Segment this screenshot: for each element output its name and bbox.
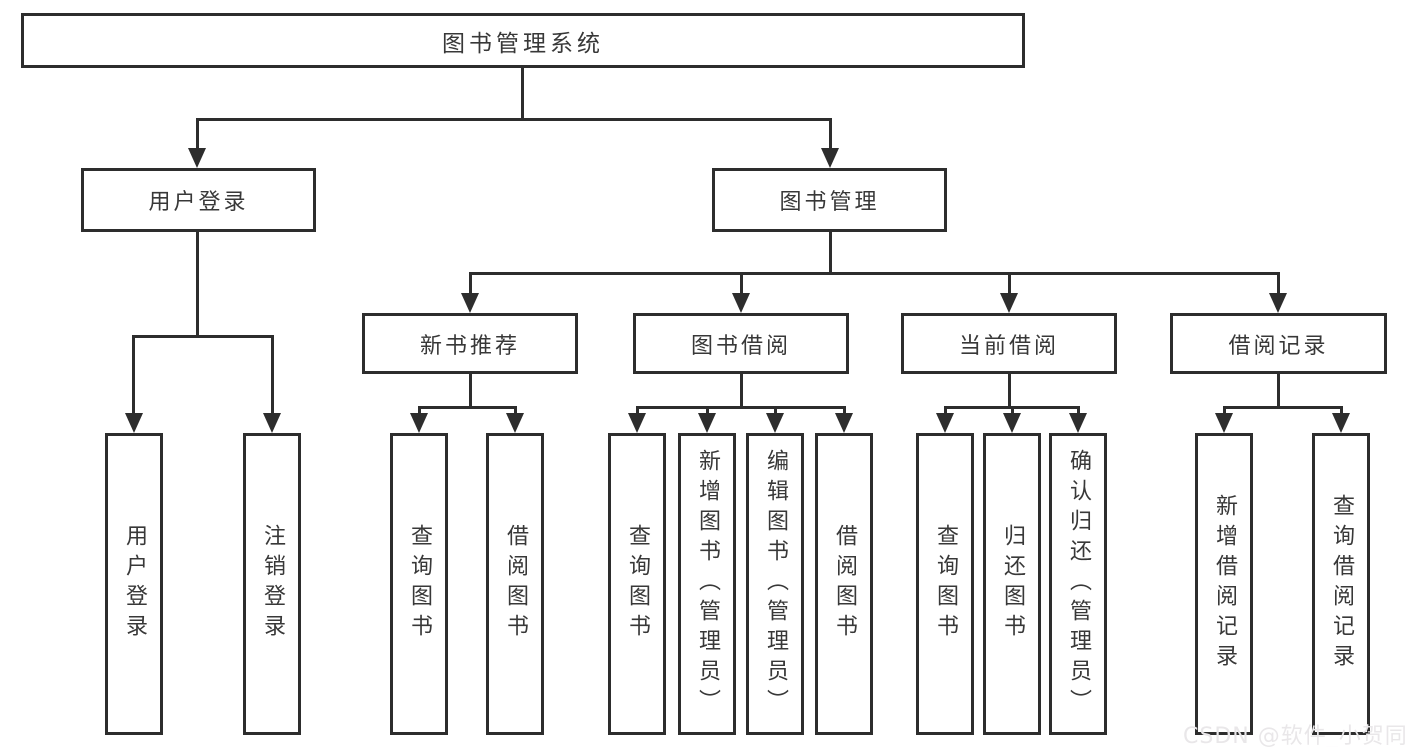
connector-user-login-stem	[196, 232, 199, 335]
leaf-query-books-recommendation: 查询图书	[390, 433, 448, 735]
connector-borrowing-records-down	[1277, 374, 1280, 406]
leaf-return-books: 归还图书	[983, 433, 1041, 735]
arrowhead-current-borrowing-icon	[1000, 293, 1018, 313]
connector-stem-new-book-rec	[469, 272, 472, 295]
connector-stem-leaf	[706, 406, 709, 415]
arrowhead-book-management-icon	[821, 148, 839, 168]
leaf-add-book-admin: 新增图书（管理员）	[678, 433, 736, 735]
connector-stem-leaf	[1340, 406, 1343, 415]
connector-stem-leaf	[636, 406, 639, 415]
leaf-logout: 注销登录	[243, 433, 301, 735]
node-borrowing-records: 借阅记录	[1170, 313, 1387, 374]
connector-new-book-rec-down	[469, 374, 472, 406]
node-book-borrowing: 图书借阅	[633, 313, 849, 374]
arrowhead-book-borrowing-icon	[732, 293, 750, 313]
connector-stem-leaf	[514, 406, 517, 415]
node-book-management: 图书管理	[712, 168, 947, 232]
leaf-borrow-books-borrowing: 借阅图书	[815, 433, 873, 735]
connector-stem-book-management	[829, 118, 832, 150]
connector-stem-leaf	[944, 406, 947, 415]
connector-stem-leaf-user-login	[132, 335, 135, 415]
connector-rail-level2	[196, 118, 832, 121]
arrowhead-leaf-icon	[1215, 413, 1233, 433]
connector-stem-current-borrowing	[1008, 272, 1011, 295]
arrowhead-leaf-icon	[766, 413, 784, 433]
leaf-query-borrow-record: 查询借阅记录	[1312, 433, 1370, 735]
leaf-confirm-return-admin: 确认归还（管理员）	[1049, 433, 1107, 735]
connector-stem-leaf	[1011, 406, 1014, 415]
leaf-user-login: 用户登录	[105, 433, 163, 735]
leaf-borrow-books-recommendation: 借阅图书	[486, 433, 544, 735]
connector-current-borrowing-down	[1008, 374, 1011, 406]
connector-rail-group-borrowing	[636, 406, 846, 409]
arrowhead-borrowing-records-icon	[1269, 293, 1287, 313]
arrowhead-leaf-user-login-icon	[125, 413, 143, 433]
arrowhead-leaf-icon	[835, 413, 853, 433]
connector-stem-user-login	[196, 118, 199, 150]
connector-book-borrowing-down	[740, 374, 743, 406]
connector-book-management-stem	[829, 232, 832, 272]
connector-rail-group-recommendation	[418, 406, 517, 409]
leaf-query-books-current: 查询图书	[916, 433, 974, 735]
connector-stem-leaf	[1223, 406, 1226, 415]
arrowhead-leaf-icon	[1069, 413, 1087, 433]
arrowhead-leaf-logout-icon	[263, 413, 281, 433]
arrowhead-leaf-icon	[1003, 413, 1021, 433]
connector-rail-user-login-group	[132, 335, 274, 338]
connector-stem-leaf	[843, 406, 846, 415]
arrowhead-leaf-icon	[506, 413, 524, 433]
connector-stem-leaf	[774, 406, 777, 415]
arrowhead-user-login-icon	[188, 148, 206, 168]
leaf-query-books-borrowing: 查询图书	[608, 433, 666, 735]
connector-stem-book-borrowing	[740, 272, 743, 295]
leaf-add-borrow-record: 新增借阅记录	[1195, 433, 1253, 735]
node-current-borrowing: 当前借阅	[901, 313, 1117, 374]
leaf-edit-book-admin: 编辑图书（管理员）	[746, 433, 804, 735]
arrowhead-new-book-rec-icon	[461, 293, 479, 313]
connector-stem-leaf-logout	[271, 335, 274, 415]
arrowhead-leaf-icon	[698, 413, 716, 433]
node-new-book-recommendation: 新书推荐	[362, 313, 578, 374]
arrowhead-leaf-icon	[1332, 413, 1350, 433]
csdn-watermark: CSDN @软件_小贺同学	[1183, 724, 1405, 747]
arrowhead-leaf-icon	[936, 413, 954, 433]
connector-root-stem	[521, 68, 524, 118]
connector-stem-leaf	[1077, 406, 1080, 415]
connector-stem-leaf	[418, 406, 421, 415]
connector-stem-borrowing-records	[1277, 272, 1280, 295]
node-library-management-system: 图书管理系统	[21, 13, 1025, 68]
arrowhead-leaf-icon	[628, 413, 646, 433]
connector-rail-level3	[469, 272, 1280, 275]
node-user-login: 用户登录	[81, 168, 316, 232]
arrowhead-leaf-icon	[410, 413, 428, 433]
connector-rail-group-records	[1223, 406, 1343, 409]
